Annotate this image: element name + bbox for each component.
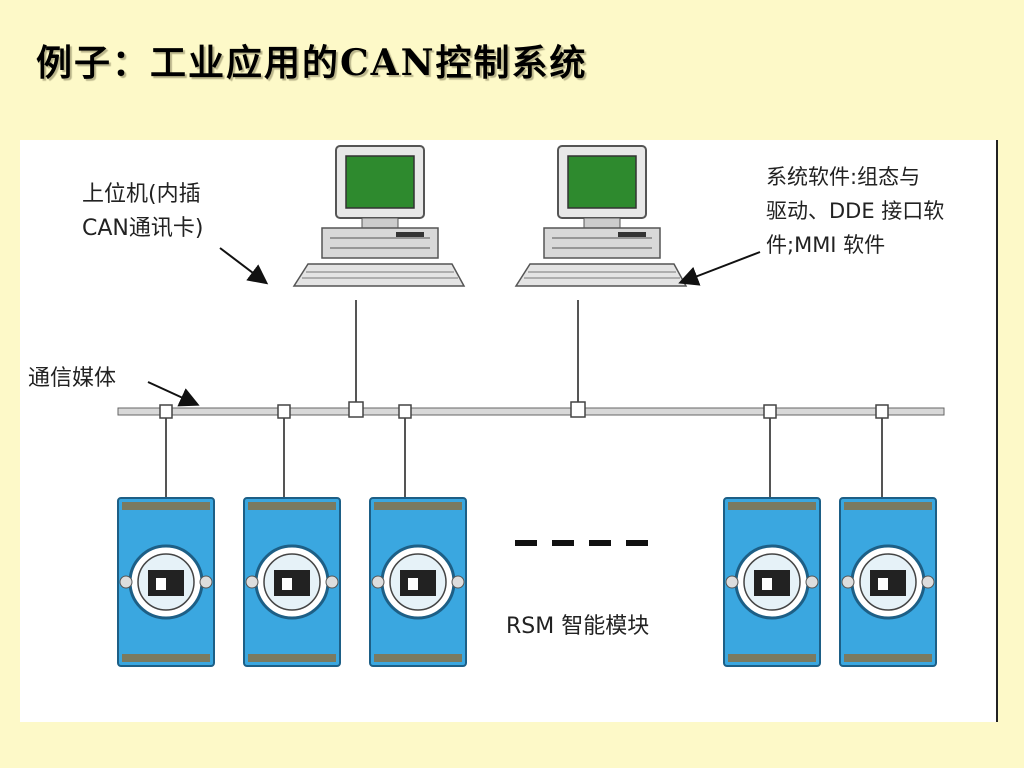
computer-drop-lines: [355, 300, 579, 405]
slide-title: 例子：工业应用的CAN控制系统: [36, 42, 588, 84]
module-drop-lines: [165, 415, 883, 498]
software-label-line1: 系统软件:组态与: [766, 165, 921, 189]
rsm-module-4: [723, 497, 821, 667]
ellipsis-dashes: [515, 540, 648, 546]
rsm-module-1: [117, 497, 215, 667]
host-label-line2: CAN通讯卡): [82, 216, 204, 241]
modules-label: RSM 智能模块: [506, 614, 650, 639]
can-system-diagram: 上位机(内插 CAN通讯卡) 系统软件:组态与 驱动、DDE 接口软 件;MMI…: [20, 140, 998, 722]
rsm-module-5: [839, 497, 937, 667]
medium-label: 通信媒体: [28, 366, 117, 391]
host-computer-2: [514, 145, 688, 287]
diagram-canvas: [117, 145, 945, 667]
rsm-module-3: [369, 497, 467, 667]
software-label-line2: 驱动、DDE 接口软: [766, 199, 945, 223]
software-label-line3: 件;MMI 软件: [766, 233, 886, 257]
can-bus: [117, 407, 945, 416]
bus-connectors: [159, 401, 889, 419]
host-label-line1: 上位机(内插: [82, 182, 201, 207]
host-computer-1: [292, 145, 466, 287]
rsm-module-2: [243, 497, 341, 667]
pointer-arrows: [147, 247, 761, 407]
